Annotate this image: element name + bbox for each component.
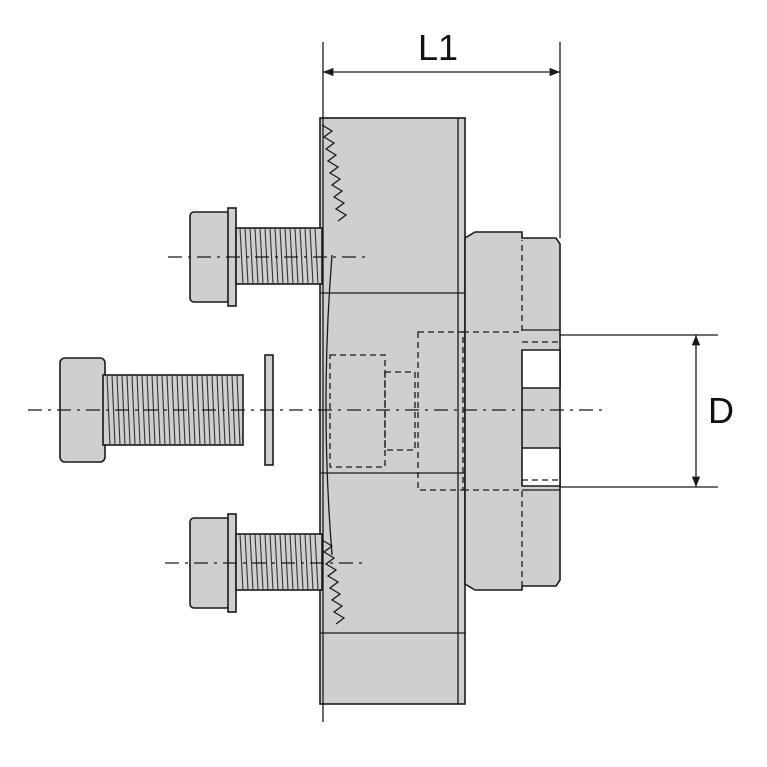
thread-line [239, 533, 244, 591]
thread-line [314, 227, 319, 285]
thread-line [269, 533, 274, 591]
thread-line [284, 227, 289, 285]
thread-line [299, 227, 304, 285]
dimension-d: D [560, 334, 734, 488]
thread-line [244, 227, 249, 285]
lower-bolt [189, 513, 323, 613]
thread-line [299, 533, 304, 591]
thread-line [244, 533, 249, 591]
dimension-l1: L1 [322, 27, 561, 722]
thread-line [264, 533, 269, 591]
thread-line [239, 227, 244, 285]
thread-line [166, 374, 171, 446]
thread-line [249, 227, 254, 285]
thread-line [196, 374, 201, 446]
thread-line [279, 533, 284, 591]
thread-line [309, 227, 314, 285]
thread-line [141, 374, 146, 446]
thread-line [186, 374, 191, 446]
thread-line [264, 227, 269, 285]
thread-line [279, 227, 284, 285]
thread-line [161, 374, 166, 446]
spigot [464, 231, 561, 591]
thread-line [294, 227, 299, 285]
thread-line [259, 227, 264, 285]
thread-line [226, 374, 231, 446]
thread-line [304, 227, 309, 285]
thread-line [259, 533, 264, 591]
thread-line [216, 374, 221, 446]
thread-line [274, 533, 279, 591]
flange-body [319, 117, 466, 705]
thread-line [131, 374, 136, 446]
thread-line [309, 533, 314, 591]
thread-line [284, 533, 289, 591]
thread-line [314, 533, 319, 591]
hidden-bore [329, 240, 560, 586]
thread-line [254, 227, 259, 285]
d-label: D [708, 390, 734, 431]
thread-line [304, 533, 309, 591]
thread-line [289, 227, 294, 285]
l1-label: L1 [418, 27, 458, 68]
thread-line [156, 374, 161, 446]
thread-line [289, 533, 294, 591]
thread-line [111, 374, 116, 446]
thread-line [294, 533, 299, 591]
thread-line [249, 533, 254, 591]
thread-line [254, 533, 259, 591]
thread-line [274, 227, 279, 285]
thread-line [136, 374, 141, 446]
thread-line [269, 227, 274, 285]
